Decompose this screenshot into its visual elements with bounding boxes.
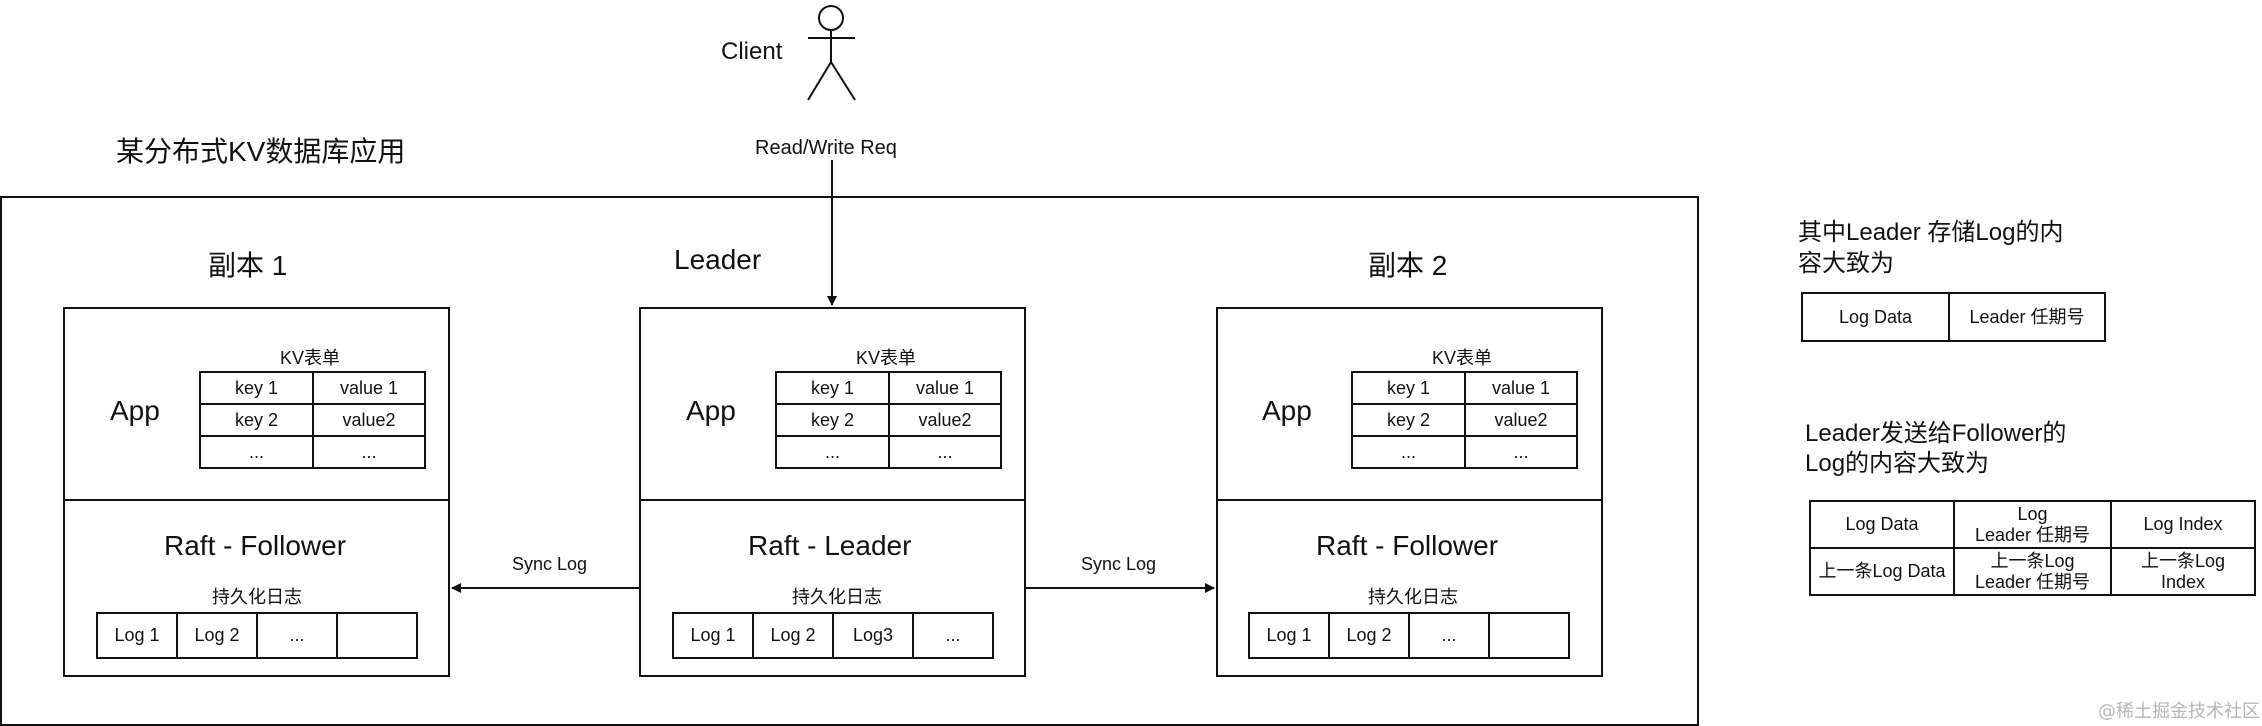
replica1-raft-label: Raft - Follower — [164, 530, 347, 561]
table-cell: key 2 — [775, 403, 890, 437]
log-cell: ... — [912, 612, 994, 659]
log-cell — [1488, 612, 1570, 659]
client-label: Client — [721, 38, 783, 65]
replica1-log-title: 持久化日志 — [212, 587, 302, 607]
table-cell: value2 — [312, 403, 426, 437]
table-cell: value2 — [1464, 403, 1578, 437]
leader-send-caption-line2: Log的内容大致为 — [1805, 450, 1990, 477]
table-cell: key 2 — [199, 403, 314, 437]
watermark: @稀土掘金技术社区 — [2098, 701, 2260, 722]
sync-log-label-left: Sync Log — [512, 554, 588, 574]
table-cell: Log Leader 任期号 — [1953, 500, 2112, 549]
table-cell: 上一条Log Leader 任期号 — [1953, 547, 2112, 596]
app-title: 某分布式KV数据库应用 — [116, 136, 406, 167]
request-label: Read/Write Req — [755, 137, 897, 159]
leader-send-caption-line1: Leader发送给Follower的 — [1805, 420, 2067, 447]
replica2-raft-label: Raft - Follower — [1316, 530, 1499, 561]
replica2-kv-table-title: KV表单 — [1432, 348, 1493, 368]
replica1-title: 副本 1 — [208, 250, 288, 281]
table-cell: Log Index — [2110, 500, 2256, 549]
replica1-app-label: App — [110, 395, 160, 426]
table-cell: Log Data — [1801, 292, 1950, 342]
table-cell: ... — [1351, 435, 1466, 469]
table-cell: 上一条Log Index — [2110, 547, 2256, 596]
replica1-kv-table-title: KV表单 — [280, 348, 341, 368]
leader-log-title: 持久化日志 — [792, 587, 882, 607]
replica2-app-label: App — [1262, 395, 1312, 426]
sync-log-label-right: Sync Log — [1081, 554, 1157, 574]
leader-title: Leader — [674, 244, 762, 275]
log-cell: Log 1 — [672, 612, 754, 659]
table-cell: ... — [888, 435, 1002, 469]
table-cell: ... — [775, 435, 890, 469]
leader-kv-table-title: KV表单 — [856, 348, 917, 368]
client-actor-icon — [807, 5, 856, 101]
log-cell: Log3 — [832, 612, 914, 659]
leader-box — [639, 307, 1026, 677]
replica2-box — [1216, 307, 1603, 677]
table-cell: ... — [1464, 435, 1578, 469]
leader-store-caption-line1: 其中Leader 存储Log的内 — [1798, 219, 2064, 246]
table-cell: value 1 — [1464, 371, 1578, 405]
table-cell: 上一条Log Data — [1809, 547, 1955, 596]
log-cell: Log 2 — [1328, 612, 1410, 659]
log-cell: Log 1 — [1248, 612, 1330, 659]
table-cell: value2 — [888, 403, 1002, 437]
table-cell: value 1 — [312, 371, 426, 405]
leader-app-label: App — [686, 395, 736, 426]
log-cell: Log 2 — [176, 612, 258, 659]
log-cell: Log 2 — [752, 612, 834, 659]
table-cell: Leader 任期号 — [1948, 292, 2106, 342]
table-cell: key 1 — [199, 371, 314, 405]
log-cell: ... — [256, 612, 338, 659]
kv-app-container — [0, 196, 1699, 726]
table-cell: Log Data — [1809, 500, 1955, 549]
leader-raft-label: Raft - Leader — [748, 530, 912, 561]
replica1-box — [63, 307, 450, 677]
table-cell: key 1 — [1351, 371, 1466, 405]
table-cell: ... — [199, 435, 314, 469]
leader-store-caption-line2: 容大致为 — [1798, 250, 1894, 277]
replica2-title: 副本 2 — [1368, 250, 1448, 281]
replica2-log-title: 持久化日志 — [1368, 587, 1458, 607]
log-cell: Log 1 — [96, 612, 178, 659]
table-cell: value 1 — [888, 371, 1002, 405]
log-cell — [336, 612, 418, 659]
table-cell: key 1 — [775, 371, 890, 405]
table-cell: ... — [312, 435, 426, 469]
log-cell: ... — [1408, 612, 1490, 659]
table-cell: key 2 — [1351, 403, 1466, 437]
